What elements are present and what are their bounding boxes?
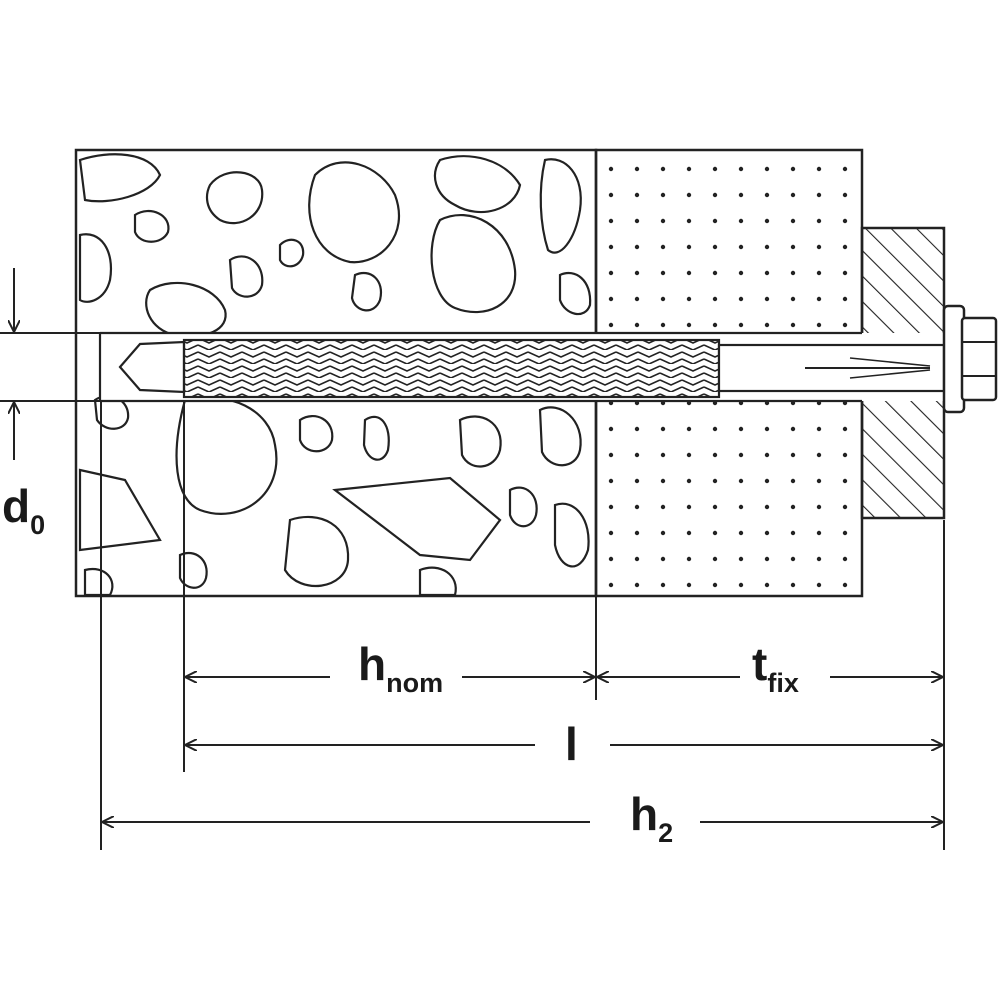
h2-label: h2 xyxy=(630,788,673,848)
screw-head xyxy=(942,304,998,414)
tfix-label: tfix xyxy=(752,638,799,698)
d0-dimension xyxy=(0,268,100,460)
hnom-label: hnom xyxy=(358,638,443,698)
l-label: l xyxy=(565,718,578,770)
extension-lines xyxy=(100,400,945,850)
d0-label: d0 xyxy=(2,480,45,540)
anchor-dowel xyxy=(118,338,946,399)
